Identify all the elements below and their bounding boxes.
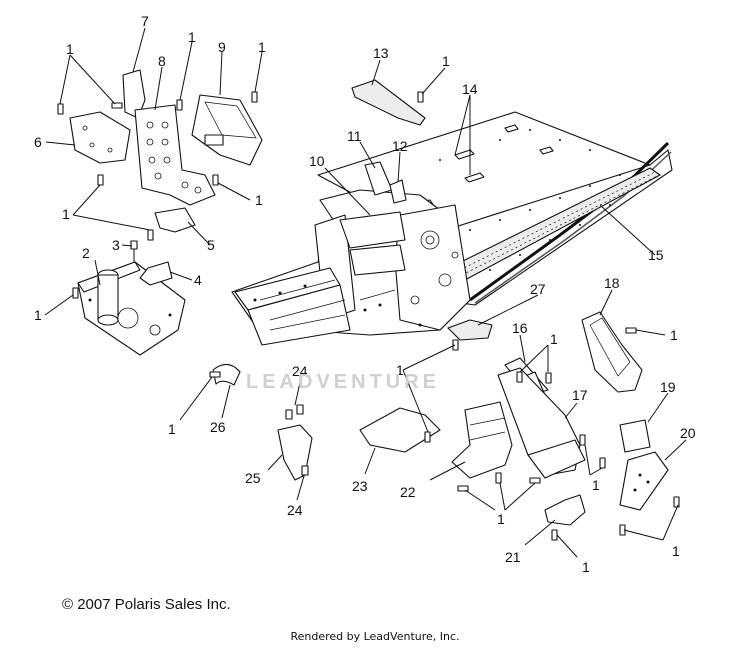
part-4-bracket [139, 261, 173, 286]
callout-1: 1 [670, 327, 678, 343]
part-22-panel [451, 401, 513, 479]
callout-1: 1 [672, 543, 680, 559]
callout-1: 1 [188, 29, 196, 45]
part-25-bracket [277, 404, 313, 481]
callout-26: 26 [210, 419, 226, 435]
callout-7: 7 [141, 13, 149, 29]
callout-11: 11 [347, 128, 362, 144]
callout-20: 20 [680, 425, 696, 441]
callout-1: 1 [62, 206, 70, 222]
callout-1: 1 [66, 41, 74, 57]
chassis-tunnel [317, 111, 673, 306]
callout-1: 1 [550, 331, 558, 347]
part-20-plate [619, 451, 669, 511]
callout-21: 21 [505, 549, 521, 565]
part-2-housing [77, 261, 186, 356]
part-19-bracket [619, 419, 651, 453]
callout-25: 25 [245, 470, 261, 486]
callout-22: 22 [400, 484, 416, 500]
callout-18: 18 [604, 275, 620, 291]
part-17-panel [497, 367, 586, 479]
callout-10: 10 [309, 153, 325, 169]
watermark-text: LEADVENTURE [246, 371, 441, 393]
callout-1: 1 [255, 192, 263, 208]
callout-1: 1 [582, 559, 590, 575]
callout-24: 24 [287, 502, 303, 518]
callout-16: 16 [512, 320, 528, 336]
part-9-panel [191, 94, 263, 166]
callout-3: 3 [112, 237, 120, 253]
part-13-strip [351, 79, 426, 126]
callout-5: 5 [207, 237, 215, 253]
part-3-bolt [130, 240, 138, 262]
part-21-bracket [544, 494, 586, 526]
callout-17: 17 [572, 387, 588, 403]
callout-2: 2 [82, 245, 90, 261]
callout-1: 1 [592, 477, 600, 493]
callout-27: 27 [530, 281, 546, 297]
callout-1: 1 [34, 307, 42, 323]
part-27-bracket [447, 319, 493, 341]
callout-24: 24 [292, 363, 308, 379]
callout-1: 1 [168, 421, 176, 437]
copyright-text: © 2007 Polaris Sales Inc. [62, 596, 231, 613]
part-26-cap [212, 363, 241, 386]
callout-9: 9 [218, 39, 226, 55]
callout-14: 14 [462, 81, 478, 97]
part-5-clip [154, 207, 196, 233]
callout-1: 1 [497, 511, 505, 527]
part-18-panel [581, 311, 643, 393]
part-23-plate [359, 407, 441, 453]
callout-23: 23 [352, 478, 368, 494]
callout-1: 1 [442, 53, 450, 69]
callout-13: 13 [373, 45, 389, 61]
callout-15: 15 [648, 247, 664, 263]
part-6-plate [69, 111, 131, 164]
callout-6: 6 [34, 134, 42, 150]
rendered-by-text: Rendered by LeadVenture, Inc. [290, 630, 460, 643]
callout-4: 4 [194, 272, 202, 288]
leader-lines [44, 27, 687, 558]
callout-19: 19 [660, 379, 676, 395]
front-frame [231, 189, 471, 346]
callout-12: 12 [392, 138, 408, 154]
callout-8: 8 [158, 53, 166, 69]
callout-1: 1 [396, 362, 404, 378]
part-8-panel [134, 104, 216, 206]
callout-labels: 1 7 1 8 9 1 6 1 1 5 3 4 2 1 13 1 14 11 1… [34, 13, 696, 575]
rivets-part-1 [57, 91, 680, 541]
callout-1: 1 [258, 39, 266, 55]
